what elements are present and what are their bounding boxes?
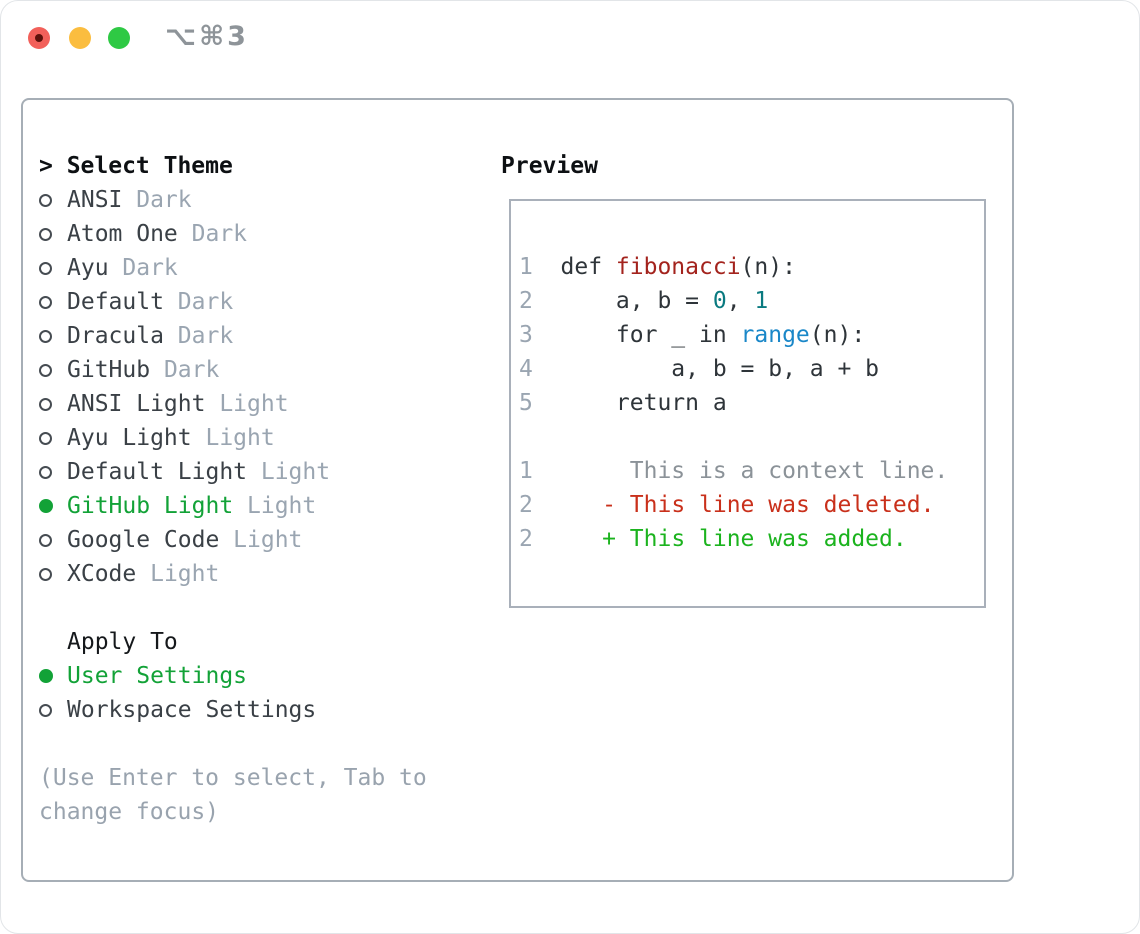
radio-selected-icon: [39, 669, 53, 683]
zoom-button[interactable]: [108, 27, 130, 49]
minimize-button[interactable]: [69, 27, 91, 49]
radio-icon: [39, 228, 52, 241]
theme-list-header: > Select Theme: [39, 149, 427, 183]
apply-option-user-settings[interactable]: User Settings: [39, 659, 427, 693]
diff-deleted-line: 2 - This line was deleted.: [519, 488, 984, 522]
apply-to-header: Apply To: [67, 629, 178, 655]
line-number: 4: [519, 356, 533, 382]
radio-icon: [39, 432, 52, 445]
radio-icon: [39, 704, 52, 717]
code-line: 5 return a: [519, 386, 984, 420]
focus-caret: >: [39, 153, 53, 179]
help-line-1: (Use Enter to select, Tab to: [39, 765, 427, 791]
radio-icon: [39, 534, 52, 547]
radio-selected-icon: [39, 499, 53, 513]
line-number: 2: [519, 288, 533, 314]
radio-icon: [39, 364, 52, 377]
window-shortcut-label: ⌥⌘3: [165, 21, 249, 52]
diff-added-line: 2 + This line was added.: [519, 522, 984, 556]
line-number: 1: [519, 254, 533, 280]
diff-context-line: 1 This is a context line.: [519, 454, 984, 488]
radio-icon: [39, 398, 52, 411]
help-line-2: change focus): [39, 799, 220, 825]
unsaved-dot-icon: [35, 34, 43, 42]
radio-icon: [39, 296, 52, 309]
apply-option-workspace-settings[interactable]: Workspace Settings: [39, 693, 427, 727]
code-line: 4 a, b = b, a + b: [519, 352, 984, 386]
help-text: (Use Enter to select, Tab to change focu…: [39, 761, 427, 829]
radio-icon: [39, 194, 52, 207]
line-number: 2: [519, 492, 533, 518]
radio-icon: [39, 330, 52, 343]
line-number: 3: [519, 322, 533, 348]
radio-icon: [39, 568, 52, 581]
code-line: 2 a, b = 0, 1: [519, 284, 984, 318]
apply-to-section: Apply To User Settings Workspace Setting…: [39, 625, 427, 727]
line-number: 1: [519, 458, 533, 484]
theme-list-header-label: Select Theme: [66, 153, 233, 179]
line-number: 2: [519, 526, 533, 552]
line-number: 5: [519, 390, 533, 416]
close-button[interactable]: [28, 27, 50, 49]
blank-line: [519, 420, 984, 454]
code-line: 3 for _ in range(n):: [519, 318, 984, 352]
preview-title: Preview: [501, 153, 598, 179]
radio-icon: [39, 262, 52, 275]
radio-icon: [39, 466, 52, 479]
